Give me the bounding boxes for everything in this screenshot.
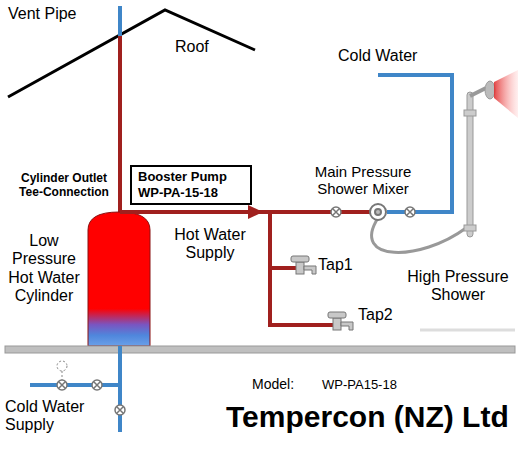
inlet-valve-part <box>59 382 66 389</box>
part-label: Cold Water <box>338 47 417 65</box>
tap-icon-part <box>341 322 353 330</box>
pump-label: Booster Pump WP-PA-15-18 <box>138 169 242 200</box>
company-title: Tempercon (NZ) Ltd <box>226 400 509 435</box>
shower-spray-part <box>494 70 518 118</box>
valve-symbol-part <box>405 207 415 217</box>
shower-rail-part <box>485 81 495 99</box>
optional-valve-part <box>57 361 67 371</box>
pump-box: Booster Pump WP-PA-15-18 <box>130 165 252 205</box>
part-label: Roof <box>175 38 209 56</box>
inlet-valve-part <box>115 405 125 415</box>
inlet-valve-part <box>92 380 102 390</box>
floor-part <box>5 346 515 353</box>
valve-symbol <box>331 207 415 217</box>
shower-mixer-part <box>375 209 381 215</box>
cold-supply-pipe-part <box>30 383 120 387</box>
part-label: Vent Pipe <box>8 5 77 23</box>
cold-supply-pipe-part <box>118 346 122 432</box>
roof-line <box>8 10 255 97</box>
shower-tray <box>420 329 515 332</box>
tap-icon-part <box>291 256 309 262</box>
shower-hose <box>372 218 466 252</box>
hot-water-pipe-part <box>270 266 296 270</box>
shower-rail-part <box>464 225 476 231</box>
tap-icon <box>291 256 353 330</box>
part-label: Main Pressure Shower Mixer <box>298 163 428 198</box>
part-label: Tap2 <box>358 306 393 324</box>
shower-hose-part <box>372 218 466 252</box>
inlet-valve-part <box>117 407 124 414</box>
tap-icon-part <box>296 262 304 274</box>
shower-mixer <box>370 204 386 220</box>
part-label: Cylinder Outlet Tee-Connection <box>12 172 116 200</box>
roof-line-part <box>8 10 255 97</box>
shower-mixer-part <box>370 204 386 220</box>
model-number: WP-PA15-18 <box>322 378 397 393</box>
vent-pipe <box>118 6 122 212</box>
floor <box>5 346 515 353</box>
shower-rail-part <box>464 110 476 116</box>
tap-icon-part <box>333 318 341 330</box>
part-label: Low Pressure Hot Water Cylinder <box>2 232 86 306</box>
optional-valve-part <box>62 371 63 380</box>
valve-symbol-part <box>331 207 341 217</box>
part-label: Tap1 <box>318 256 353 274</box>
optional-valve <box>57 361 67 380</box>
inlet-valve-part <box>94 382 101 389</box>
shower-rail <box>464 81 495 237</box>
part-label: Hot Water Supply <box>165 226 255 263</box>
shower-tray-part <box>420 329 515 332</box>
part-label: High Pressure Shower <box>398 268 518 305</box>
hot-water-pipe <box>120 212 370 325</box>
inlet-valve-part <box>57 380 67 390</box>
flow-arrow-part <box>248 205 263 219</box>
vent-pipe-part <box>118 36 122 212</box>
hot-water-cylinder <box>88 212 150 346</box>
part-label: Cold Water Supply <box>5 398 100 435</box>
valve-symbol-part <box>407 209 414 216</box>
hot-water-cylinder-part <box>88 212 150 346</box>
flow-arrow <box>248 205 263 219</box>
valve-symbol-part <box>333 209 340 216</box>
model-label: Model: <box>252 376 294 392</box>
shower-rail-part <box>470 88 486 96</box>
vent-pipe-part <box>118 6 122 36</box>
tap-icon-part <box>304 266 316 274</box>
shower-spray <box>494 70 518 118</box>
tap-icon-part <box>328 312 346 318</box>
